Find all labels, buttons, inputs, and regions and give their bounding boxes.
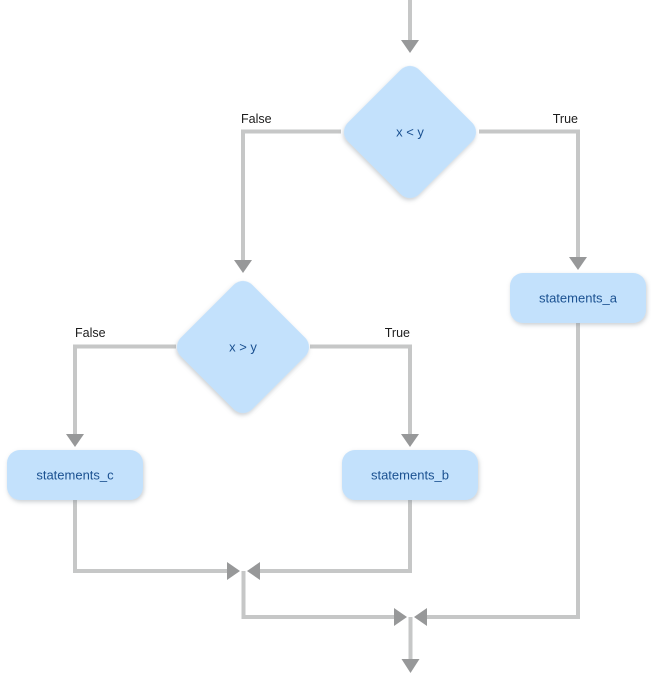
edge-merge1-to-merge2	[241, 571, 394, 619]
process-node-statements-b-label: statements_b	[371, 468, 449, 483]
arrowhead-entry	[401, 40, 419, 53]
arrowhead-statements-a-to-merge2	[414, 608, 427, 626]
process-node-statements-c-label: statements_c	[36, 468, 114, 483]
arrowhead-exit	[401, 659, 420, 673]
arrowhead-statements-c-to-merge1	[227, 562, 240, 580]
arrowhead-true-to-statements-b	[401, 434, 419, 447]
decision-node-x-gt-y	[176, 280, 310, 414]
arrowhead-merge1-to-merge2	[394, 608, 407, 626]
edge-true-to-statements-b	[310, 344, 412, 434]
arrowhead-false-to-statements-c	[66, 434, 84, 447]
process-node-statements-a-label: statements_a	[539, 291, 618, 306]
edge-statements-c-to-merge1	[73, 500, 227, 573]
edge-statements-a-to-merge2	[427, 323, 580, 619]
edge-true-to-statements-a	[479, 129, 580, 257]
process-node-statements-b	[342, 450, 478, 500]
decision-node-x-lt-y	[343, 65, 477, 199]
process-node-statements-c	[7, 450, 143, 500]
arrowhead-true-to-statements-a	[569, 257, 587, 270]
arrowhead-false-to-nested-decision	[234, 260, 252, 273]
decision-node-x-gt-y-label: x > y	[229, 340, 257, 355]
decision-node-x-lt-y-label: x < y	[396, 125, 424, 140]
edge-label-true-top: True	[553, 112, 578, 126]
edge-statements-b-to-merge1	[260, 500, 412, 573]
edge-label-false-top: False	[241, 112, 272, 126]
edge-label-true-nested: True	[385, 326, 410, 340]
edge-false-to-nested-decision	[241, 129, 341, 260]
arrowhead-statements-b-to-merge1	[247, 562, 260, 580]
process-node-statements-a	[510, 273, 646, 323]
edge-label-false-nested: False	[75, 326, 106, 340]
edge-false-to-statements-c	[73, 344, 176, 434]
